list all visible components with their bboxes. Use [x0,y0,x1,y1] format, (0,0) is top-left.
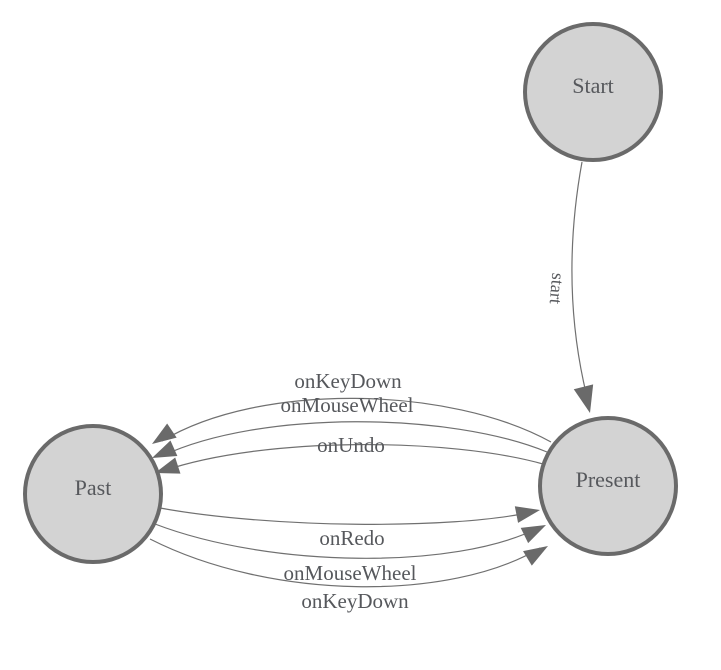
edge-label-onmousewheel-bottom: onMouseWheel [284,561,417,585]
edge-present-to-past-undo [162,444,544,472]
state-node-past [23,424,163,564]
arrowhead-past-to-present-redo-icon [514,506,540,523]
arrowhead-present-to-past-keydown-icon [152,423,177,444]
edge-label-onmousewheel-top: onMouseWheel [281,393,414,417]
state-label-start: Start [572,73,614,98]
edge-present-to-past-mousewheel [161,421,548,457]
arrowhead-past-to-present-mousewheel-icon [520,525,546,544]
arrowhead-past-to-present-keydown-icon [523,546,548,566]
arrowhead-present-to-past-mousewheel-icon [152,440,178,458]
edge-label-onredo: onRedo [319,526,384,550]
state-node-start [523,22,663,162]
arrowheads [152,384,594,566]
edge-past-to-present-mousewheel [154,523,539,559]
state-label-past: Past [75,475,112,500]
state-nodes [23,22,678,564]
arrowhead-present-to-past-undo-icon [155,457,181,474]
edge-start-to-present [571,161,589,402]
arrowhead-start-to-present-icon [573,384,594,413]
edge-past-to-present-keydown [149,538,541,588]
edge-past-to-present-redo [159,507,533,525]
edge-label-onkeydown-bottom: onKeyDown [301,589,409,613]
edge-lines [149,161,589,588]
node-labels: Start Present Past [75,73,641,500]
edge-label-start: start [546,272,569,305]
state-node-present [538,416,678,556]
edge-present-to-past-keydown [161,397,552,443]
edge-label-onundo: onUndo [317,433,385,457]
edge-label-onkeydown-top: onKeyDown [294,369,402,393]
edge-labels: start onKeyDown onMouseWheel onUndo onRe… [281,272,569,613]
state-label-present: Present [576,467,641,492]
